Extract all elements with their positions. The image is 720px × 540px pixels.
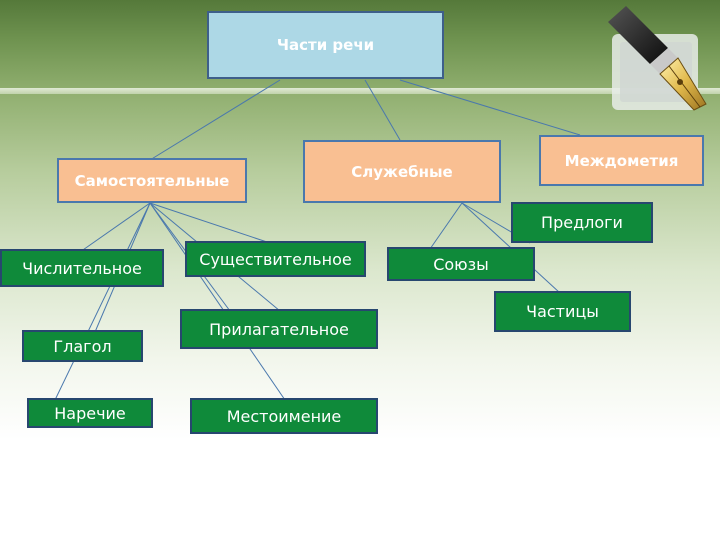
leaf-adjective: Прилагательное bbox=[180, 309, 378, 349]
edge-auxiliary-conjunctions bbox=[429, 202, 463, 250]
category-interjections: Междометия bbox=[539, 135, 704, 186]
header-band bbox=[0, 88, 720, 94]
leaf-verb-label: Глагол bbox=[53, 336, 112, 356]
category-independent-label: Самостоятельные bbox=[74, 171, 230, 190]
leaf-adverb: Наречие bbox=[27, 398, 153, 428]
leaf-particles: Частицы bbox=[494, 291, 631, 332]
edge-independent-noun bbox=[149, 202, 271, 244]
leaf-verb: Глагол bbox=[22, 330, 143, 362]
leaf-particles-label: Частицы bbox=[526, 302, 599, 321]
leaf-prepositions: Предлоги bbox=[511, 202, 653, 243]
leaf-pronoun: Местоимение bbox=[190, 398, 378, 434]
leaf-adverb-label: Наречие bbox=[54, 403, 126, 423]
leaf-conjunctions-label: Союзы bbox=[433, 254, 489, 274]
leaf-prepositions-label: Предлоги bbox=[541, 213, 623, 232]
category-interjections-label: Междометия bbox=[564, 151, 679, 170]
leaf-noun-label: Существительное bbox=[199, 249, 352, 269]
category-independent: Самостоятельные bbox=[57, 158, 247, 203]
category-auxiliary: Служебные bbox=[303, 140, 501, 203]
leaf-noun: Существительное bbox=[185, 241, 366, 277]
fountain-pen-icon bbox=[604, 4, 714, 116]
leaf-numeral-label: Числительное bbox=[22, 258, 142, 278]
edge-independent-pronoun bbox=[149, 202, 286, 401]
edge-independent-adverb bbox=[54, 202, 151, 401]
edge-independent-numeral bbox=[79, 202, 151, 253]
edge-root-interjections bbox=[399, 79, 581, 136]
leaf-numeral: Числительное bbox=[0, 249, 164, 287]
edge-root-auxiliary bbox=[364, 79, 401, 141]
leaf-conjunctions: Союзы bbox=[387, 247, 535, 281]
edge-root-independent bbox=[149, 79, 281, 161]
root-node: Части речи bbox=[207, 11, 444, 79]
root-label: Части речи bbox=[276, 36, 375, 54]
category-auxiliary-label: Служебные bbox=[351, 162, 453, 181]
leaf-adjective-label: Прилагательное bbox=[209, 319, 349, 339]
leaf-pronoun-label: Местоимение bbox=[226, 406, 342, 426]
